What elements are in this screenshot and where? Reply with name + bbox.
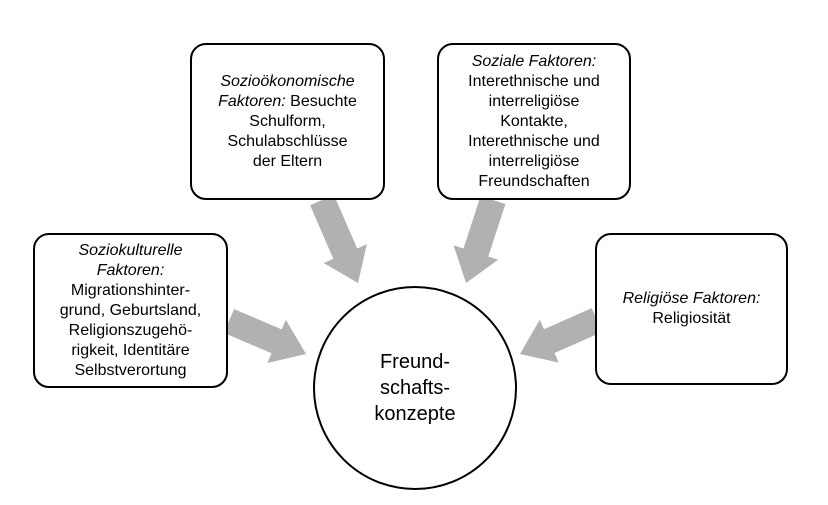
arrow-soziale-faktoren-icon <box>453 196 506 283</box>
box-soziale-text: Soziale Faktoren: Interethnische und int… <box>462 52 606 192</box>
box-soziooekonomische-faktoren: Sozioökonomische Faktoren: Besuchte Schu… <box>190 43 385 200</box>
box-religioese-text: Religiöse Faktoren: Religiosität <box>617 289 767 329</box>
box-religioese-title: Religiöse Faktoren: <box>622 290 761 307</box>
box-soziale-faktoren: Soziale Faktoren: Interethnische und int… <box>437 43 631 200</box>
box-soziokulturelle-text: Soziokulturelle Faktoren: Migrationshint… <box>54 241 207 381</box>
box-soziokulturelle-title: Soziokulturelle Faktoren: <box>78 241 183 279</box>
box-soziokulturelle-body: Migrationshinter- grund, Geburtsland, Re… <box>59 281 202 379</box>
box-soziooekonomische-body: Besuchte Schulform, Schulabschlüsse der … <box>227 92 357 170</box>
arrow-religioese-faktoren-icon <box>520 308 603 363</box>
box-soziooekonomische-text: Sozioökonomische Faktoren: Besuchte Schu… <box>212 72 363 172</box>
center-node-label: Freund- schafts- konzepte <box>374 351 456 425</box>
box-religioese-faktoren: Religiöse Faktoren: Religiosität <box>595 233 788 385</box>
box-soziooekonomische-title: Sozioökonomische Faktoren: <box>218 72 355 110</box>
center-node-freundschaftskonzepte: Freund- schafts- konzepte <box>313 286 517 490</box>
arrow-soziokulturelle-faktoren-icon <box>223 309 306 363</box>
box-soziale-title: Soziale Faktoren: <box>471 52 597 70</box>
box-soziokulturelle-faktoren: Soziokulturelle Faktoren: Migrationshint… <box>33 233 228 388</box>
arrow-soziooekonomische-faktoren-icon <box>310 194 367 283</box>
box-soziale-body: Interethnische und interreligiöse Kontak… <box>468 72 600 190</box>
box-religioese-body: Religiosität <box>652 310 731 327</box>
